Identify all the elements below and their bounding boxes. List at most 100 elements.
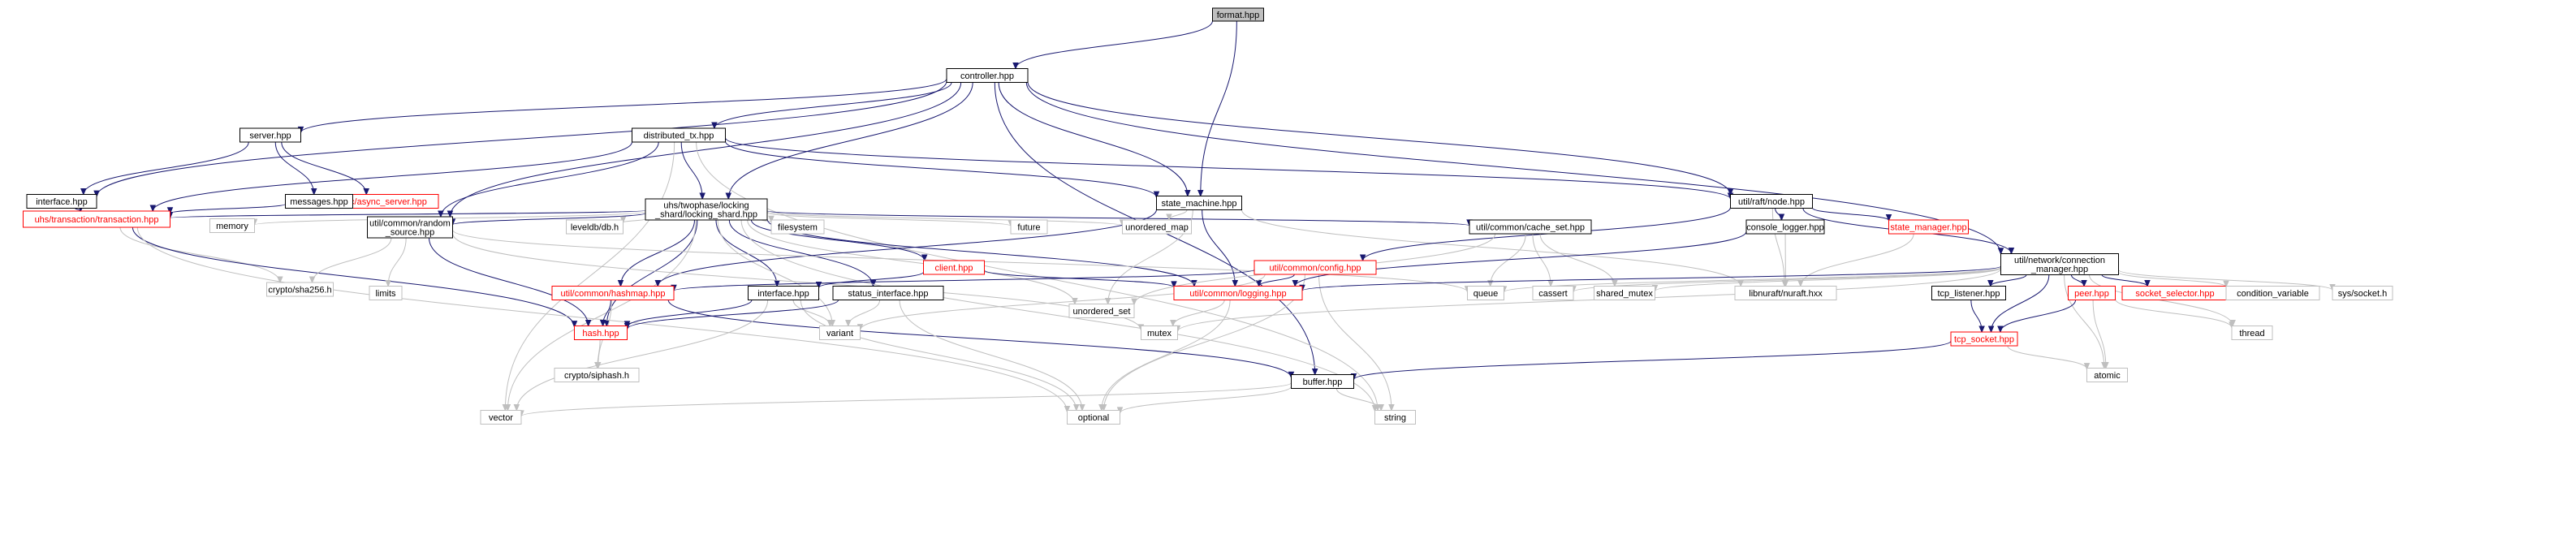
edge-line bbox=[2064, 274, 2105, 369]
edge-locking_shard-to-variant bbox=[717, 219, 836, 327]
edge-line bbox=[750, 219, 926, 261]
node-label: state_machine.hpp bbox=[1162, 199, 1237, 209]
edge-line bbox=[449, 82, 962, 218]
node-cache_set[interactable]: util/common/cache_set.hpp bbox=[1469, 219, 1592, 235]
node-box bbox=[1374, 410, 1416, 425]
edge-line bbox=[728, 219, 874, 287]
node-box bbox=[239, 127, 301, 143]
node-hashmap[interactable]: util/common/hashmap.hpp bbox=[551, 286, 675, 300]
arrowhead bbox=[1987, 280, 1994, 287]
edge-raft_node-to-state_manager bbox=[1812, 207, 1892, 222]
edge-controller-to-interface_top bbox=[93, 80, 947, 198]
edge-line bbox=[96, 80, 947, 197]
edge-line bbox=[667, 300, 1292, 378]
edge-line bbox=[680, 141, 703, 200]
edge-line bbox=[627, 300, 753, 328]
arrowhead bbox=[654, 280, 662, 287]
node-string: string bbox=[1374, 410, 1416, 425]
node-config[interactable]: util/common/config.hpp bbox=[1253, 260, 1377, 275]
node-state_machine[interactable]: state_machine.hpp bbox=[1156, 196, 1242, 210]
node-box bbox=[1291, 374, 1354, 389]
node-box bbox=[1141, 326, 1178, 340]
arrowhead bbox=[93, 190, 100, 198]
node-buffer[interactable]: buffer.hpp bbox=[1291, 374, 1354, 389]
edge-line bbox=[715, 219, 778, 287]
node-transaction[interactable]: uhs/transaction/transaction.hpp bbox=[23, 210, 170, 228]
edge-line bbox=[2101, 274, 2148, 287]
node-box bbox=[2332, 286, 2393, 300]
node-messages[interactable]: messages.hpp bbox=[285, 194, 353, 209]
edge-line bbox=[387, 237, 407, 287]
edge-server-to-messages bbox=[274, 141, 317, 196]
edge-buffer-to-string bbox=[1335, 388, 1384, 412]
node-console_logger[interactable]: console_logger.hpp bbox=[1745, 219, 1825, 235]
node-box bbox=[1594, 286, 1655, 300]
node-box bbox=[923, 260, 985, 275]
edge-line bbox=[1353, 340, 1952, 380]
edge-tcp_socket-to-buffer bbox=[1350, 340, 1952, 381]
node-distributed_tx[interactable]: distributed_tx.hpp bbox=[632, 127, 726, 143]
node-connection_manager[interactable]: util/network/connection_manager.hpp bbox=[2000, 253, 2119, 275]
edge-line bbox=[1172, 300, 1225, 326]
node-raft_node[interactable]: util/raft/node.hpp bbox=[1730, 194, 1813, 209]
node-box bbox=[748, 286, 819, 300]
node-client[interactable]: client.hpp bbox=[923, 260, 985, 275]
node-status_interface[interactable]: status_interface.hpp bbox=[832, 286, 944, 300]
arrowhead bbox=[2103, 362, 2109, 369]
arrowhead bbox=[1378, 404, 1384, 412]
edge-line bbox=[440, 141, 659, 218]
node-locking_shard[interactable]: uhs/twophase/locking_shard/locking_shard… bbox=[645, 198, 768, 221]
node-controller[interactable]: controller.hpp bbox=[946, 68, 1029, 83]
node-server[interactable]: server.hpp bbox=[239, 127, 301, 143]
node-box bbox=[946, 68, 1029, 83]
arrowhead bbox=[711, 122, 718, 130]
arrowhead bbox=[1079, 404, 1085, 412]
node-interface_top[interactable]: interface.hpp bbox=[26, 194, 97, 209]
edge-line bbox=[1177, 268, 2001, 332]
arrowhead bbox=[2229, 321, 2235, 330]
node-hash[interactable]: hash.hpp bbox=[574, 326, 628, 340]
node-box bbox=[832, 286, 944, 300]
node-label: status_interface.hpp bbox=[848, 289, 928, 299]
node-label: crypto/siphash.h bbox=[564, 371, 629, 381]
edge-line bbox=[132, 226, 575, 327]
node-random_source[interactable]: util/common/random_source.hpp bbox=[367, 216, 453, 239]
arrowhead bbox=[1012, 63, 1019, 70]
node-label: state_manager.hpp bbox=[1890, 223, 1966, 233]
edge-client-to-logging bbox=[984, 270, 1177, 289]
edge-line bbox=[152, 141, 632, 212]
node-interface_mid[interactable]: interface.hpp bbox=[748, 286, 819, 300]
edge-connection_manager-to-tcp_socket bbox=[1987, 274, 2050, 334]
edge-controller-to-distributed_tx bbox=[711, 82, 952, 130]
arrowhead bbox=[826, 320, 834, 327]
edge-peer-to-atomic bbox=[2092, 300, 2109, 369]
node-label: util/common/config.hpp bbox=[1269, 264, 1361, 274]
node-label: _shard/locking_shard.hpp bbox=[654, 210, 757, 220]
node-label: thread bbox=[2239, 329, 2264, 338]
node-format[interactable]: format.hpp bbox=[1212, 7, 1264, 22]
edge-transaction-to-sha256 bbox=[119, 226, 283, 284]
node-peer[interactable]: peer.hpp bbox=[2068, 286, 2116, 300]
edge-line bbox=[717, 219, 833, 326]
edge-status_interface-to-optional bbox=[899, 300, 1085, 412]
node-socket_selector[interactable]: socket_selector.hpp bbox=[2121, 286, 2229, 300]
node-label: messages.hpp bbox=[290, 197, 348, 207]
edge-connection_manager-to-peer bbox=[2070, 274, 2087, 287]
edge-line bbox=[998, 82, 1189, 196]
edge-status_interface-to-variant bbox=[845, 300, 881, 327]
node-cassert: cassert bbox=[1532, 286, 1574, 300]
node-label: tcp_listener.hpp bbox=[1937, 289, 2000, 299]
node-logging[interactable]: util/common/logging.hpp bbox=[1173, 286, 1303, 300]
node-tcp_listener[interactable]: tcp_listener.hpp bbox=[1931, 286, 2006, 300]
node-label: filesystem bbox=[778, 223, 818, 233]
edge-distributed_tx-to-random_source bbox=[438, 141, 659, 218]
edge-controller-to-server bbox=[297, 78, 947, 134]
node-tcp_socket[interactable]: tcp_socket.hpp bbox=[1950, 331, 2018, 347]
arrowhead bbox=[166, 207, 174, 215]
node-state_manager[interactable]: state_manager.hpp bbox=[1888, 219, 1969, 235]
edge-raft_node-to-console_logger bbox=[1775, 208, 1785, 222]
edge-line bbox=[1990, 274, 2027, 287]
node-label: server.hpp bbox=[249, 132, 291, 141]
edge-line bbox=[507, 219, 697, 411]
node-unordered_set: unordered_set bbox=[1068, 304, 1135, 318]
